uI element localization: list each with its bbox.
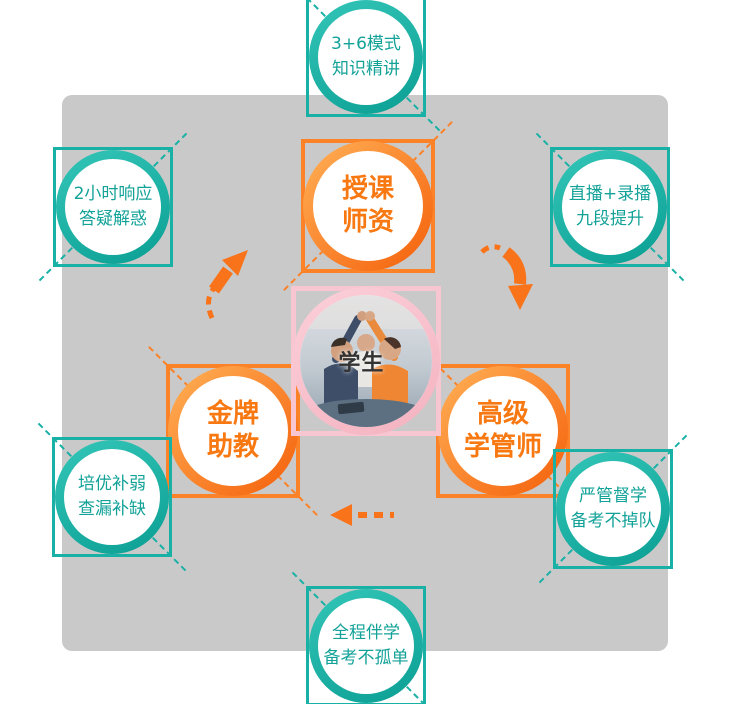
cycle-arrow-left-icon (330, 504, 394, 526)
cycle-arrow-up-icon (206, 250, 248, 320)
role-line: 师资 (341, 207, 394, 237)
feature-text: 培优补弱 查漏补缺 (64, 449, 160, 545)
feature-line: 答疑解惑 (79, 209, 147, 229)
role-text: 高级 学管师 (448, 376, 558, 486)
role-line: 授课 (341, 174, 394, 204)
feature-line: 备考不孤单 (323, 648, 409, 668)
role-line: 学管师 (463, 432, 542, 462)
role-text: 授课 师资 (313, 151, 423, 261)
feature-circle: 严管督学 备考不掉队 (556, 452, 670, 566)
square-frame (550, 147, 670, 267)
feature-text: 全程伴学 备考不孤单 (318, 598, 414, 694)
role-circle: 授课 师资 (303, 141, 433, 271)
feature-line: 直播+录播 (568, 184, 652, 204)
feature-line: 知识精讲 (332, 59, 400, 79)
square-frame (306, 0, 426, 117)
feature-circle: 2小时响应 答疑解惑 (56, 150, 170, 264)
feature-circle: 全程伴学 备考不孤单 (309, 589, 423, 703)
cycle-arrow-down-icon (480, 244, 533, 310)
square-frame (53, 147, 173, 267)
feature-line: 3+6模式 (331, 34, 401, 54)
feature-line: 培优补弱 (78, 474, 146, 494)
square-frame (52, 437, 172, 557)
feature-line: 查漏补缺 (78, 499, 146, 519)
role-text: 金牌 助教 (178, 376, 288, 486)
feature-line: 严管督学 (579, 486, 647, 506)
feature-text: 3+6模式 知识精讲 (318, 9, 414, 105)
role-line: 高级 (476, 399, 529, 429)
role-circle: 高级 学管师 (438, 366, 568, 496)
feature-line: 九段提升 (576, 209, 644, 229)
role-line: 助教 (206, 432, 259, 462)
feature-text: 严管督学 备考不掉队 (565, 461, 661, 557)
feature-line: 备考不掉队 (570, 511, 656, 531)
photo-ring (292, 287, 440, 435)
role-line: 金牌 (206, 399, 259, 429)
feature-circle: 直播+录播 九段提升 (553, 150, 667, 264)
feature-circle: 3+6模式 知识精讲 (309, 0, 423, 114)
feature-line: 2小时响应 (73, 184, 153, 204)
feature-text: 2小时响应 答疑解惑 (65, 159, 161, 255)
feature-line: 全程伴学 (332, 623, 400, 643)
feature-text: 直播+录播 九段提升 (562, 159, 658, 255)
square-frame (553, 449, 673, 569)
center-label: 学生 (338, 351, 385, 376)
role-circle: 金牌 助教 (168, 366, 298, 496)
feature-circle: 培优补弱 查漏补缺 (55, 440, 169, 554)
